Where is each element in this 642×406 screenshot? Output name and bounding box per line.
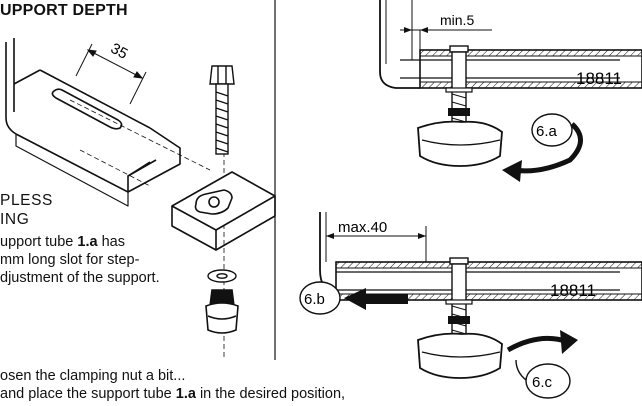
instruction-line-3: djustment of the support.	[0, 270, 160, 286]
callout-6a	[502, 113, 583, 182]
callout-6c-label: 6.c	[532, 374, 553, 391]
min-clearance-label: min.5	[440, 12, 474, 28]
detail-max-adjustment	[319, 212, 642, 381]
instruction-line-2: mm long slot for step-	[0, 252, 140, 268]
section-title: UPPORT DEPTH	[0, 2, 128, 19]
slot-dimension	[75, 43, 147, 105]
clamping-nut	[205, 289, 239, 334]
instruction-line-4: osen the clamping nut a bit...	[0, 368, 186, 384]
instruction-line-5: and place the support tube 1.a in the de…	[0, 386, 346, 402]
max-adjustment-label: max.40	[338, 219, 387, 236]
callout-6a-label: 6.a	[536, 123, 558, 140]
construction-lines	[69, 99, 225, 360]
part-number-top: 18811	[576, 69, 622, 88]
callout-6b-label: 6.b	[304, 291, 325, 308]
support-profile-block	[171, 171, 276, 251]
subheading-line-1: PLESS	[0, 192, 53, 209]
bolt	[209, 65, 235, 155]
isometric-support-tube	[5, 38, 181, 207]
detail-min-clearance	[379, 0, 642, 167]
callout-6c	[525, 363, 571, 399]
part-number-bottom: 18811	[550, 281, 596, 300]
instruction-line-1: upport tube 1.a has	[0, 234, 125, 250]
washer	[207, 269, 237, 283]
subheading-line-2: ING	[0, 211, 30, 228]
slot-length-label: 35	[108, 40, 131, 63]
callout-6b	[299, 281, 341, 315]
